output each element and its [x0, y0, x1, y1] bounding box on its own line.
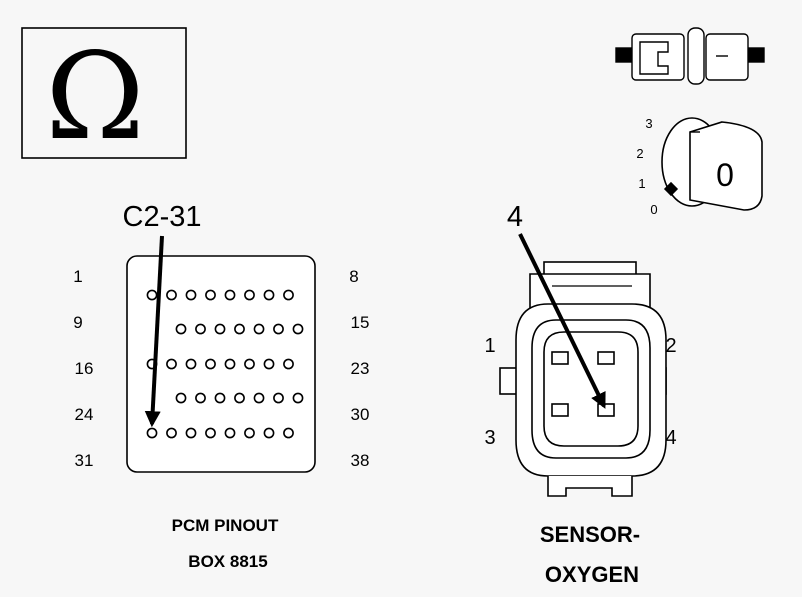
- sensor-terminal-label: 4: [665, 427, 676, 449]
- pcm-row-start-label: 16: [75, 359, 94, 378]
- pcm-pin: [292, 323, 304, 335]
- pcm-pin: [234, 323, 245, 335]
- pcm-pin: [175, 323, 187, 335]
- pcm-row-end-label: 38: [351, 451, 370, 470]
- pcm-row-end-label: 30: [351, 405, 370, 424]
- pcm-pin: [224, 427, 236, 439]
- pcm-row-end-label: 15: [351, 313, 370, 332]
- pcm-pin: [214, 323, 226, 335]
- pcm-pin-highlighted: [146, 427, 158, 439]
- pcm-pin: [253, 323, 265, 335]
- ignition-position-1: 1: [638, 176, 645, 191]
- pcm-pin: [175, 392, 187, 404]
- pcm-pin: [195, 392, 206, 404]
- pcm-pin: [273, 323, 284, 335]
- ohm-meter-frame: [21, 27, 187, 159]
- sensor-terminal-4: [597, 403, 615, 417]
- pcm-caption-title: PCM PINOUT: [172, 516, 279, 535]
- pcm-row-start-label: 24: [75, 405, 94, 424]
- pcm-pin: [283, 358, 294, 370]
- ohm-symbol: Ω: [45, 28, 145, 167]
- oxygen-sensor-connector: [499, 261, 667, 497]
- connector-latch-left: [639, 41, 669, 75]
- disconnected-connector-icon: [615, 27, 765, 85]
- ignition-indicator-mark: [663, 181, 679, 197]
- ignition-position-2: 2: [636, 146, 643, 161]
- pcm-pin: [185, 358, 197, 370]
- sensor-callout-arrow: [518, 233, 606, 409]
- pcm-pin: [214, 392, 226, 404]
- sensor-terminal-face: [543, 331, 639, 447]
- sensor-terminal-label: 1: [484, 335, 495, 357]
- pcm-pin: [166, 289, 177, 301]
- pcm-pin: [292, 392, 304, 404]
- ignition-position-3: 3: [645, 116, 652, 131]
- pcm-pin: [263, 358, 275, 370]
- pcm-pin: [283, 289, 294, 301]
- pcm-pin: [146, 289, 158, 301]
- pcm-caption-subtitle: BOX 8815: [188, 552, 267, 571]
- pcm-pin: [195, 323, 206, 335]
- connector-lead-left: [615, 47, 633, 63]
- pcm-pin: [263, 289, 275, 301]
- ohm-meter-icon: Ω: [21, 27, 187, 167]
- pcm-pin: [234, 392, 245, 404]
- ignition-key-head: [689, 121, 763, 211]
- connector-lead-right: [747, 47, 765, 63]
- pcm-pin: [244, 358, 255, 370]
- sensor-terminal-label: 3: [484, 427, 495, 449]
- sensor-caption-subtitle: OXYGEN: [545, 562, 639, 587]
- sensor-terminal-2: [597, 351, 615, 365]
- ignition-position-0: 0: [650, 202, 657, 217]
- pcm-pin: [273, 392, 284, 404]
- pcm-pin: [244, 427, 255, 439]
- pcm-row-start-label: 31: [75, 451, 94, 470]
- pcm-row-start-label: 9: [73, 313, 82, 332]
- pcm-pin: [185, 289, 197, 301]
- pcm-pin: [166, 427, 177, 439]
- pcm-row-start-label: 1: [73, 267, 82, 286]
- pcm-pin: [205, 358, 216, 370]
- pcm-pin: [224, 358, 236, 370]
- sensor-bottom-tab: [547, 476, 633, 497]
- ignition-key-icon: 3 2 1 0 0: [636, 116, 763, 217]
- pcm-pin-callout: C2-31: [123, 201, 202, 233]
- oxygen-sensor-labels: 1 2 3 4 4 SENSOR- OXYGEN: [484, 201, 676, 587]
- pcm-row-end-label: 23: [351, 359, 370, 378]
- pcm-pin: [205, 289, 216, 301]
- pcm-pin-grid: [146, 289, 304, 439]
- pcm-pin: [205, 427, 216, 439]
- pcm-connector: 1 9 16 24 31 8 15 23 30 38 C2-31 PCM PIN…: [73, 201, 369, 571]
- pcm-row-end-label: 8: [349, 267, 358, 286]
- pcm-pin: [283, 427, 294, 439]
- sensor-terminal-3: [551, 403, 569, 417]
- sensor-caption-title: SENSOR-: [540, 522, 640, 547]
- pcm-pin: [253, 392, 265, 404]
- connector-seal: [687, 27, 705, 85]
- sensor-terminal-1: [551, 351, 569, 365]
- pcm-connector-body: [126, 255, 316, 473]
- pcm-pin: [244, 289, 255, 301]
- pcm-callout-arrow: [144, 235, 164, 428]
- pcm-pin: [166, 358, 177, 370]
- connector-half-right: [705, 33, 749, 81]
- sensor-terminal-label: 2: [665, 335, 676, 357]
- pcm-pin: [263, 427, 275, 439]
- ignition-key-position-label: 0: [716, 157, 734, 193]
- pcm-pin: [185, 427, 197, 439]
- sensor-terminal-callout: 4: [507, 201, 523, 233]
- pcm-pin: [224, 289, 236, 301]
